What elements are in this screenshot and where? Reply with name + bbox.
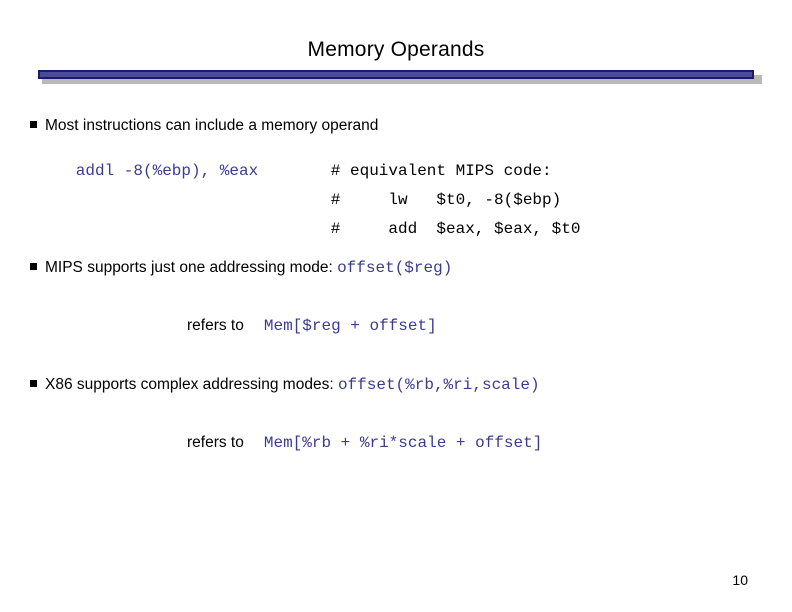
mips-comment-text-1: # equivalent MIPS code: [330, 162, 552, 180]
mips-comment-text-2: # lw $t0, -8($ebp) [330, 191, 562, 209]
mips-comment-line-2: # lw $t0, -8($ebp) [313, 173, 561, 227]
bullet-item-2-code: offset($reg) [337, 259, 453, 277]
assembly-instruction-line: addl -8(%ebp), %eax [58, 144, 258, 198]
page-number: 10 [732, 572, 748, 588]
bullet-item-3-label: X86 supports complex addressing modes: [45, 376, 338, 393]
refers-to-code-2: Mem[%rb + %ri*scale + offset] [263, 434, 543, 452]
refers-to-label-2: refers to [187, 434, 244, 451]
square-bullet-icon [30, 380, 37, 387]
refers-to-label-1: refers to [187, 317, 244, 334]
bullet-item-1: Most instructions can include a memory o… [30, 117, 378, 135]
bullet-item-1-label: Most instructions can include a memory o… [45, 117, 379, 134]
title-divider-shadow [42, 75, 762, 84]
square-bullet-icon [30, 263, 37, 270]
bullet-item-2-label: MIPS supports just one addressing mode: [45, 259, 338, 276]
bullet-item-3: X86 supports complex addressing modes: o… [30, 376, 540, 394]
mips-comment-line-3: # add $eax, $eax, $t0 [313, 202, 581, 256]
assembly-instruction-text: addl -8(%ebp), %eax [75, 162, 259, 180]
refers-to-code-1: Mem[$reg + offset] [263, 317, 437, 335]
refers-to-row-2: refers to Mem[%rb + %ri*scale + offset] [187, 434, 542, 452]
bullet-item-3-code: offset(%rb,%ri,scale) [337, 376, 540, 394]
title-divider [38, 70, 762, 84]
title-divider-bar [38, 70, 754, 79]
bullet-item-2: MIPS supports just one addressing mode: … [30, 259, 452, 277]
mips-comment-line-1: # equivalent MIPS code: [313, 144, 552, 198]
square-bullet-icon [30, 121, 37, 128]
page-title: Memory Operands [307, 38, 485, 61]
refers-to-row-1: refers to Mem[$reg + offset] [187, 317, 437, 335]
mips-comment-text-3: # add $eax, $eax, $t0 [330, 220, 581, 238]
